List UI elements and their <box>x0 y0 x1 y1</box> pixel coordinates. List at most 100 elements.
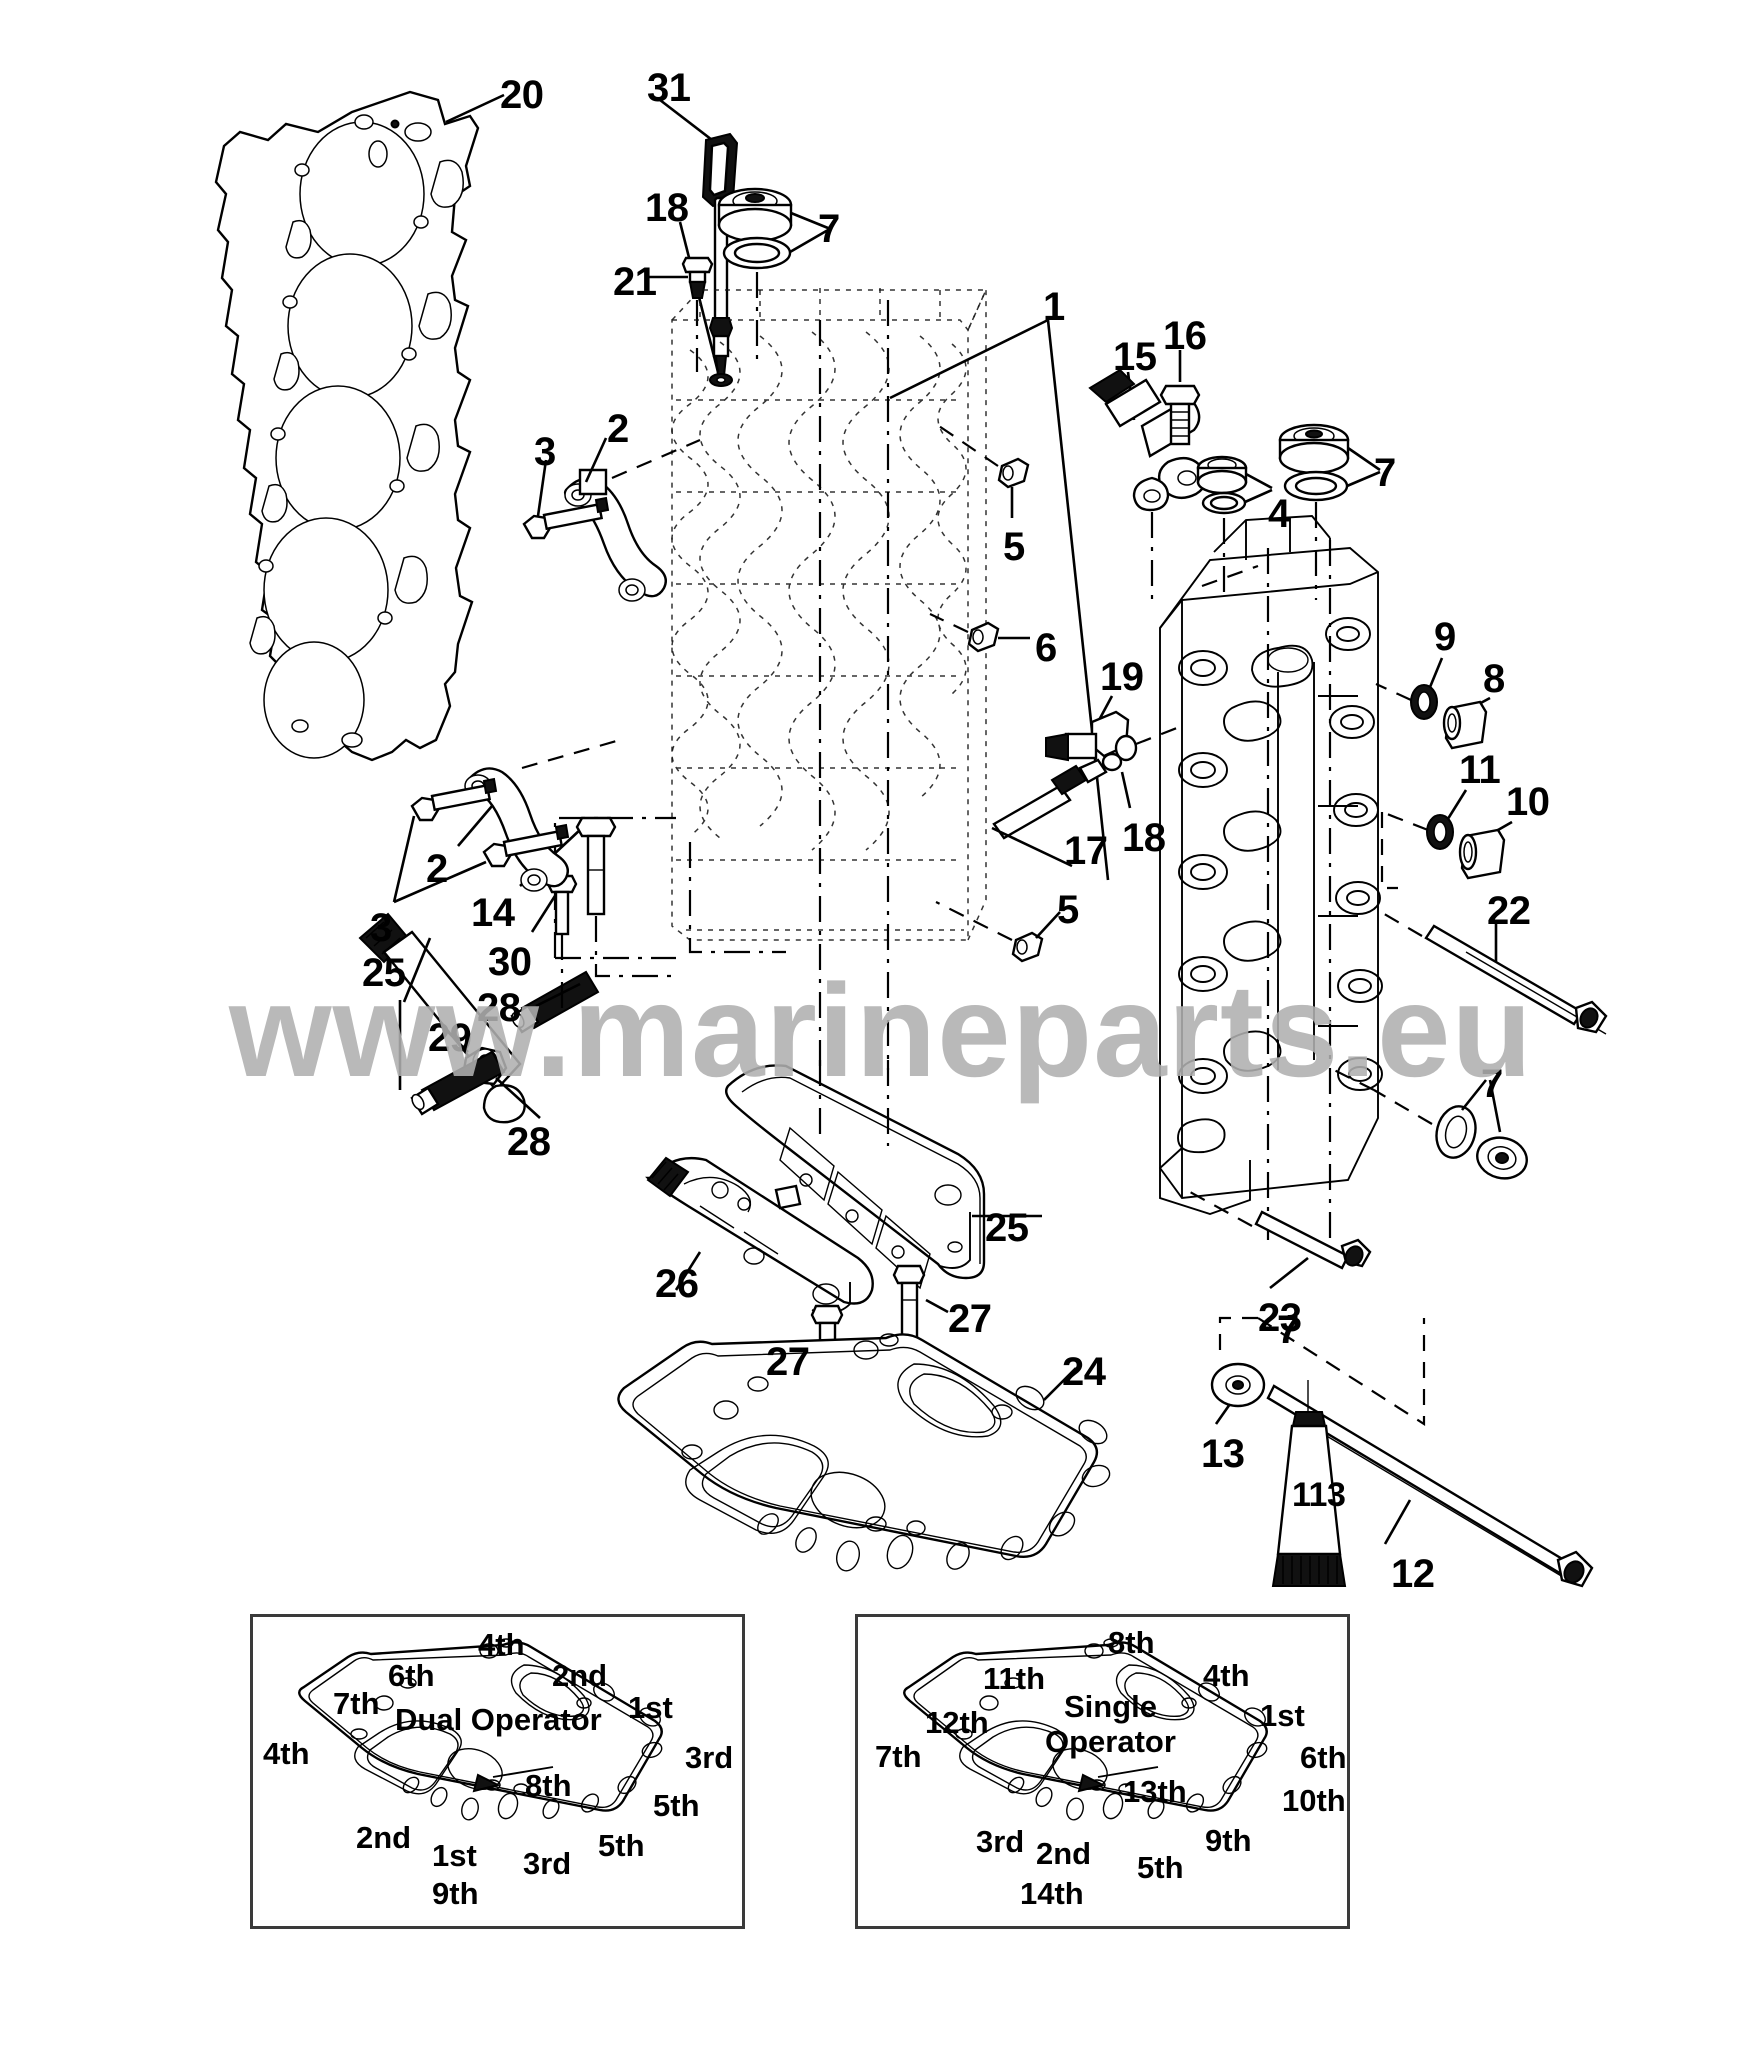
torque-step-1st: 1st <box>432 1838 477 1873</box>
callout-18: 18 <box>645 186 689 230</box>
part-11-seal <box>1380 789 1468 890</box>
callout-19: 19 <box>1100 655 1144 699</box>
callout-22: 22 <box>1487 889 1531 933</box>
torque-step-2nd: 2nd <box>552 1658 608 1693</box>
torque-step-8th: 8th <box>525 1768 572 1803</box>
callout-17: 17 <box>1064 829 1108 873</box>
part-16-bolt <box>1159 350 1201 446</box>
part-24-base-gasket <box>617 1333 1111 1572</box>
part-10-bushing <box>1458 820 1513 880</box>
torque-step-11th: 11th <box>983 1661 1046 1696</box>
torque-step-9th: 9th <box>432 1876 479 1911</box>
sealant-tube-113 <box>1271 1380 1347 1587</box>
callout-7: 7 <box>1481 1062 1503 1106</box>
part-1-leader <box>889 318 1110 881</box>
part-25-chain-guide <box>725 1060 1042 1290</box>
callout-18: 18 <box>1122 816 1166 860</box>
part-9-seal <box>1375 657 1444 720</box>
part-12-long-through-bolt <box>1266 1384 1594 1588</box>
torque-step-5th: 5th <box>598 1828 645 1863</box>
torque-step-7th: 7th <box>875 1739 922 1774</box>
torque-step-7th: 7th <box>333 1686 380 1721</box>
callout-4: 4 <box>1268 492 1290 536</box>
callout-23: 23 <box>1258 1296 1302 1340</box>
part-7-right-lower <box>1329 1067 1528 1180</box>
callout-7: 7 <box>1374 451 1396 495</box>
part-4-grommet <box>1196 455 1273 600</box>
part-6-dowel-lower <box>929 613 1030 653</box>
callout-9: 9 <box>1434 615 1456 659</box>
part-31-dipstick <box>659 98 739 387</box>
part-28-pin-upper <box>510 970 600 1034</box>
callout-12: 12 <box>1391 1552 1435 1596</box>
callout-6: 6 <box>1035 626 1057 670</box>
torque-step-8th: 8th <box>1108 1625 1155 1660</box>
callout-31: 31 <box>647 66 691 110</box>
callout-3: 3 <box>534 430 556 474</box>
torque-step-5th: 5th <box>1137 1850 1184 1885</box>
part-3-lower-bolts <box>392 777 570 904</box>
callout-25: 25 <box>985 1206 1029 1250</box>
part-28-pin-lower <box>410 1050 541 1119</box>
callout-30: 30 <box>488 940 532 984</box>
part-19-sensor <box>1045 695 1183 762</box>
torque-step-14th: 14th <box>1020 1876 1084 1911</box>
callout-7: 7 <box>818 207 840 251</box>
callout-27: 27 <box>766 1340 810 1384</box>
callout-5: 5 <box>1003 525 1025 569</box>
callout-25: 25 <box>362 951 406 995</box>
part-13-washer <box>1210 1316 1426 1427</box>
part-5-dowel-upper <box>935 423 1030 518</box>
cylinder-head-assembly <box>1159 515 1383 1240</box>
torque-step-3rd: 3rd <box>976 1824 1025 1859</box>
sealant-tube-label: 113 <box>1292 1476 1346 1514</box>
callout-11: 11 <box>1459 748 1501 792</box>
torque-step-1st: 1st <box>1260 1698 1305 1733</box>
torque-step-6th: 6th <box>1300 1740 1347 1775</box>
torque-step-3rd: 3rd <box>685 1740 734 1775</box>
torque-step-6th: 6th <box>388 1658 435 1693</box>
torque-step-12th: 12th <box>925 1705 989 1740</box>
inset-single-operator-title: Single Operator <box>1045 1689 1176 1759</box>
dual-operator-gasket-art <box>298 1638 663 1821</box>
inset-dual-operator-title: Dual Operator <box>395 1702 602 1737</box>
torque-step-5th: 5th <box>653 1788 700 1823</box>
torque-step-2nd: 2nd <box>1036 1836 1092 1871</box>
callout-14: 14 <box>471 891 515 935</box>
torque-step-3rd: 3rd <box>523 1846 572 1881</box>
part-8-bushing <box>1442 696 1491 750</box>
callout-20: 20 <box>500 73 544 117</box>
torque-step-1st: 1st <box>628 1690 673 1725</box>
part-18-lower-leader <box>1120 771 1132 809</box>
inset-dual-operator <box>250 1614 745 1929</box>
callout-15: 15 <box>1113 335 1157 379</box>
engine-block-ghost <box>553 288 988 1070</box>
callout-28: 28 <box>477 986 521 1030</box>
torque-step-4th: 4th <box>263 1736 310 1771</box>
callout-29: 29 <box>428 1016 472 1060</box>
single-operator-gasket-art <box>903 1638 1268 1821</box>
callout-10: 10 <box>1506 780 1550 824</box>
callout-28: 28 <box>507 1120 551 1164</box>
callout-2: 2 <box>426 847 448 891</box>
torque-step-2nd: 2nd <box>356 1820 412 1855</box>
torque-step-13th: 13th <box>1123 1774 1187 1809</box>
callout-5: 5 <box>1057 888 1079 932</box>
part-20-head-gasket <box>214 90 505 762</box>
torque-step-4th: 4th <box>478 1627 525 1662</box>
torque-step-10th: 10th <box>1282 1783 1346 1818</box>
callout-27: 27 <box>948 1297 992 1341</box>
part-21-sensor <box>648 256 714 372</box>
part-7-right-grommet <box>1278 423 1381 600</box>
callout-24: 24 <box>1062 1350 1106 1394</box>
part-23-bolt <box>1189 1191 1372 1290</box>
callout-7: 7 <box>1277 1308 1299 1352</box>
callout-26: 26 <box>655 1262 699 1306</box>
inset-single-operator <box>855 1614 1350 1929</box>
callout-1: 1 <box>1043 285 1065 329</box>
part-7-top-grommet <box>717 187 829 360</box>
torque-step-9th: 9th <box>1205 1823 1252 1858</box>
part-17-rod <box>991 752 1123 868</box>
